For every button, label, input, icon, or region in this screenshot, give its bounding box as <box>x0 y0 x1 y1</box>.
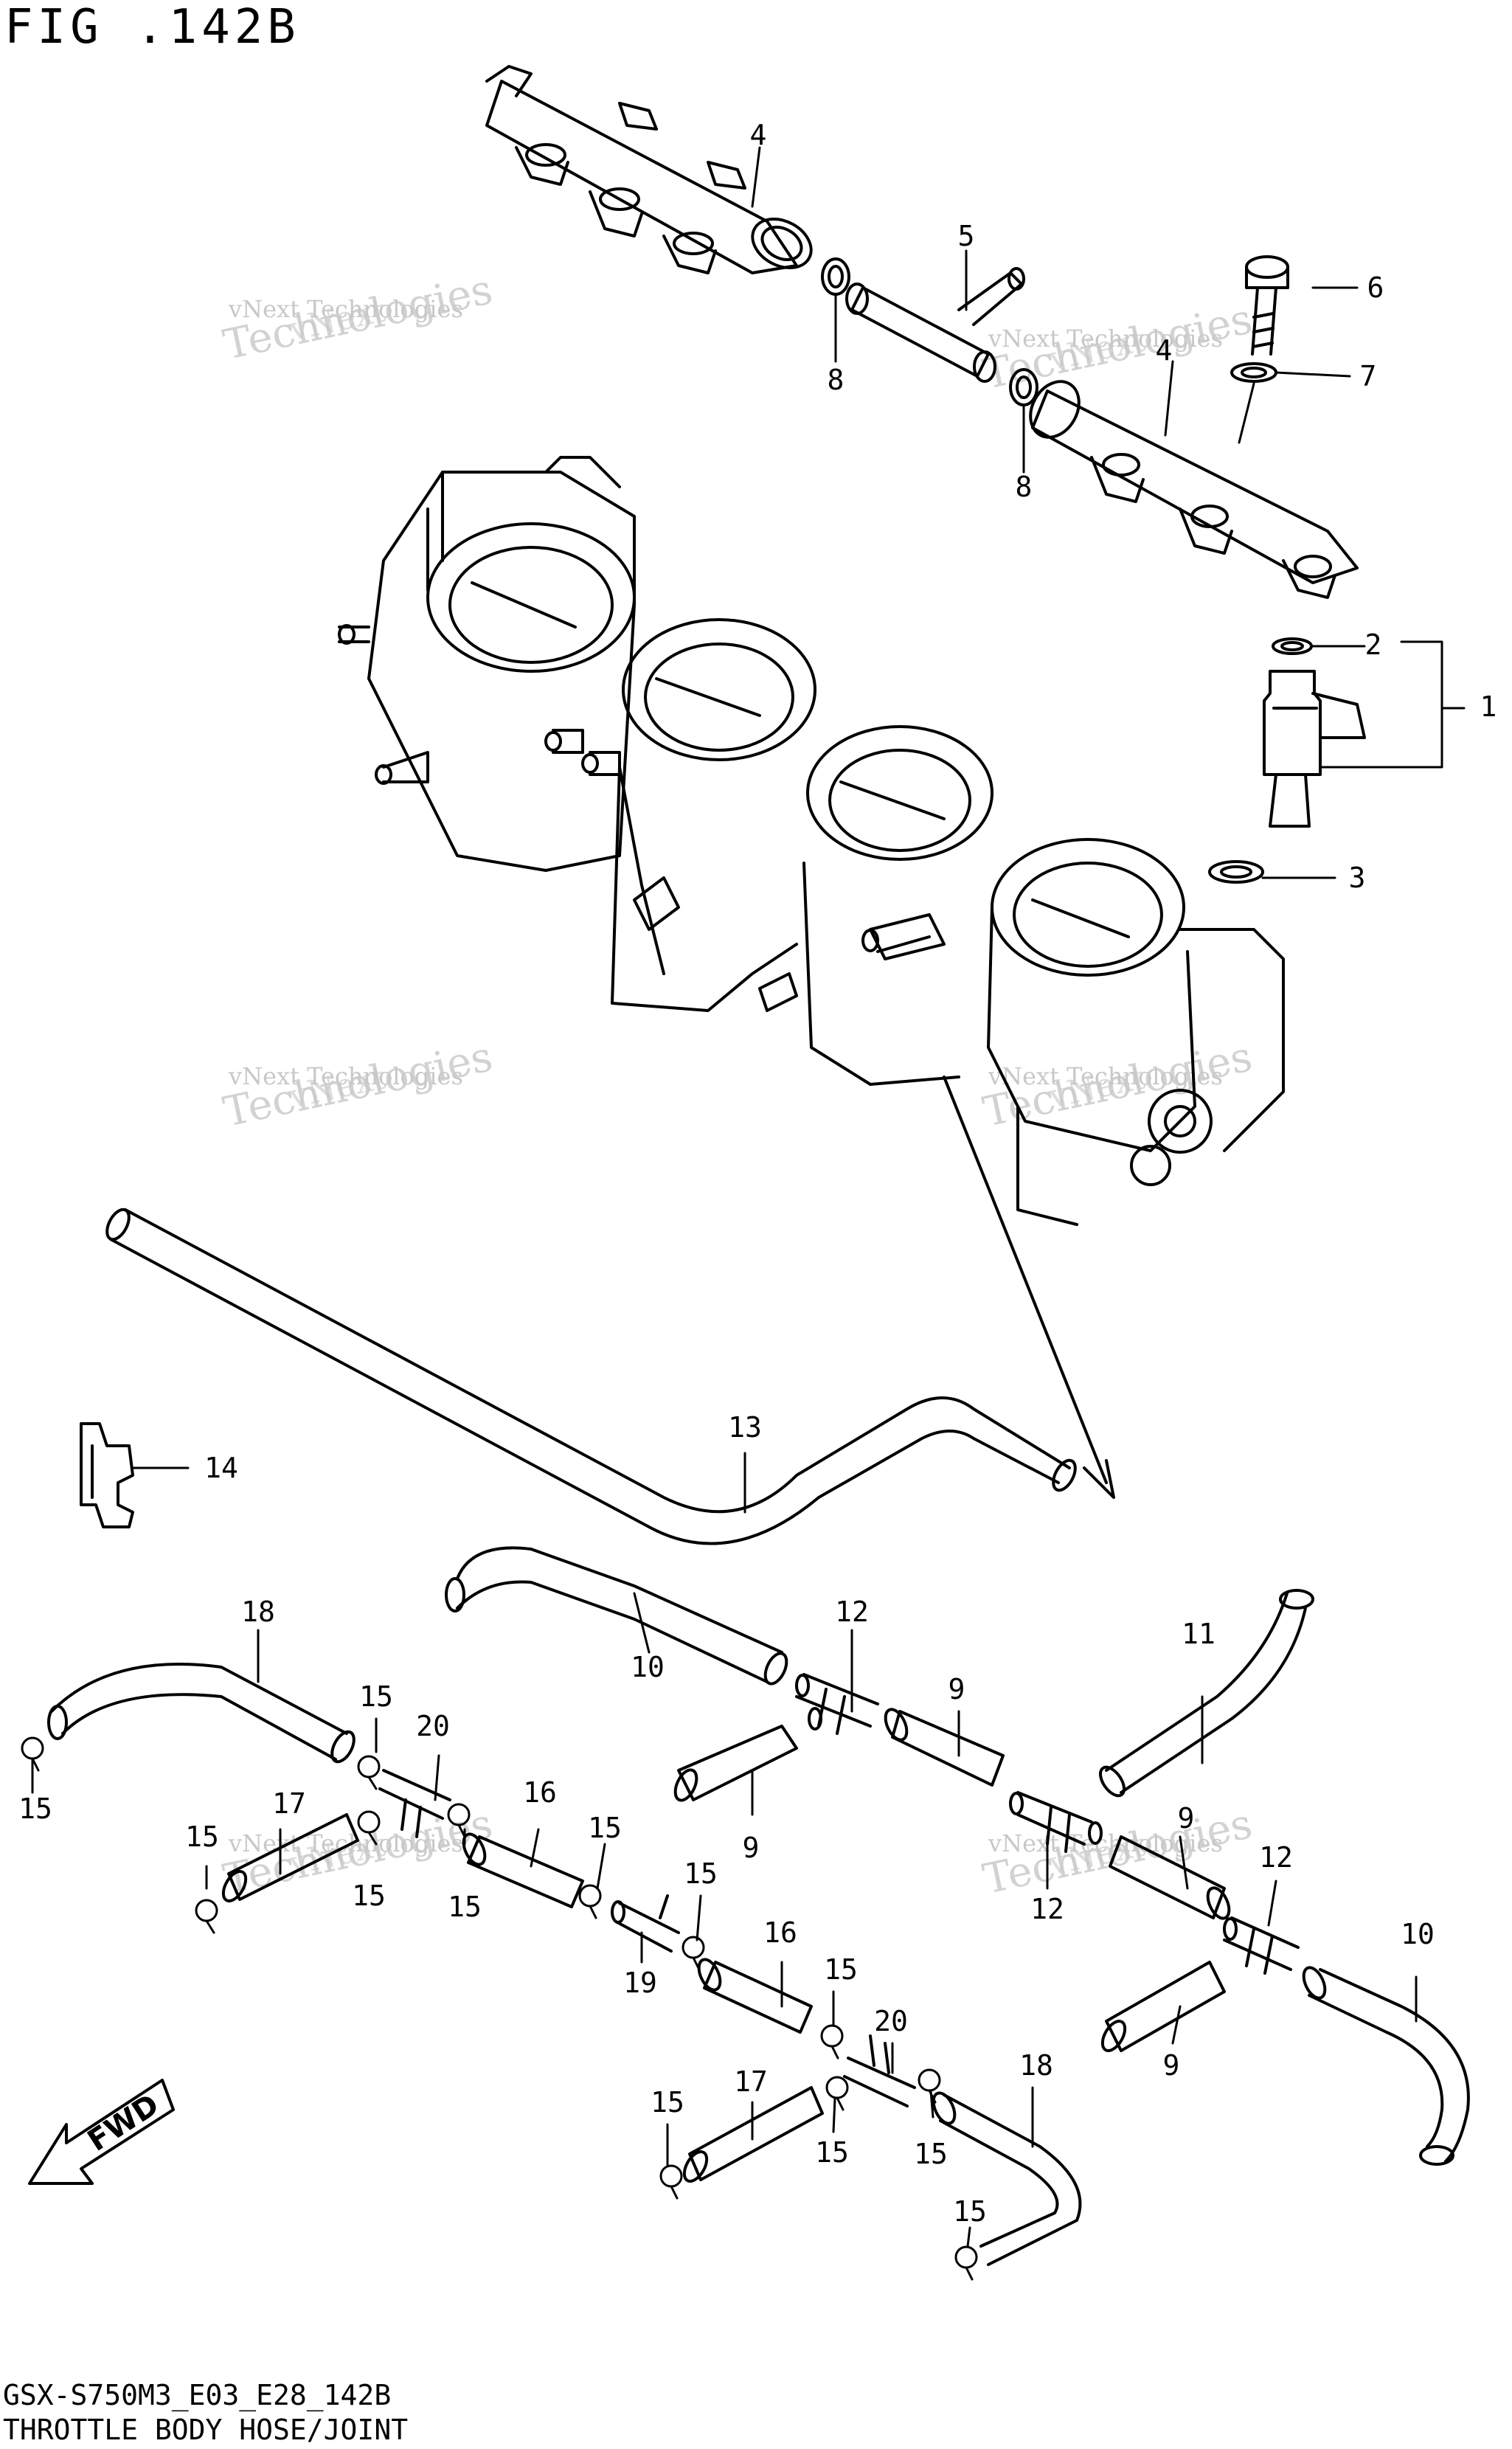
joint-12 <box>795 1673 879 1735</box>
callout-part-9: 9 <box>1177 1802 1195 1835</box>
callout-part-10: 10 <box>1401 1918 1435 1950</box>
diagram-caption: THROTTLE BODY HOSE/JOINT <box>3 2414 409 2446</box>
hose-18 <box>47 1663 356 1764</box>
hose-13 <box>105 1208 1077 1545</box>
o-ring-8 <box>1009 368 1038 406</box>
joint-12 <box>1223 1916 1300 1975</box>
seal-2 <box>1272 637 1313 655</box>
callout-part-15: 15 <box>359 1680 393 1713</box>
callout-part-19: 19 <box>623 1967 657 1999</box>
callout-part-15: 15 <box>815 2136 849 2169</box>
callout-part-14: 14 <box>204 1452 238 1484</box>
fwd-arrow <box>28 2079 175 2185</box>
watermark: vNext Technologies Technologies vNext <box>979 295 1257 399</box>
bolt-6 <box>1245 255 1289 356</box>
hose-9 <box>1100 1961 1226 2052</box>
hose-10 <box>445 1546 788 1686</box>
washer-7 <box>1230 362 1277 383</box>
callout-part-12: 12 <box>1030 1893 1064 1925</box>
callout-part-8: 8 <box>1015 471 1033 503</box>
callout-part-5: 5 <box>957 220 975 252</box>
callout-part-4: 4 <box>749 119 767 151</box>
callout-part-15: 15 <box>684 1857 718 1890</box>
hose-18 <box>932 2091 1082 2266</box>
leader-arrowhead <box>1083 1459 1115 1499</box>
callout-part-6: 6 <box>1367 271 1384 304</box>
figure-title: FIG .142B <box>4 0 300 55</box>
o-ring-8 <box>821 257 850 296</box>
callout-part-20: 20 <box>874 2005 908 2037</box>
callout-part-15: 15 <box>448 1891 482 1923</box>
callout-part-7: 7 <box>1359 360 1377 392</box>
callout-part-13: 13 <box>728 1411 762 1444</box>
hose-9 <box>884 1708 1005 1787</box>
callout-part-17: 17 <box>272 1787 306 1820</box>
clamp-14 <box>80 1422 134 1528</box>
callout-part-17: 17 <box>734 2065 768 2098</box>
joint-20 <box>843 2034 916 2107</box>
watermark: vNext Technologies Technologies vNext <box>219 266 497 370</box>
callout-part-12: 12 <box>1259 1841 1293 1874</box>
callout-part-15: 15 <box>914 2138 948 2170</box>
callout-part-18: 18 <box>1019 2049 1053 2082</box>
callout-part-15: 15 <box>824 1953 858 1986</box>
callout-part-15: 15 <box>651 2086 684 2119</box>
callout-part-15: 15 <box>953 2195 987 2228</box>
callout-part-15: 15 <box>588 1812 622 1844</box>
leader-line <box>943 1075 1108 1484</box>
joint-20 <box>378 1769 451 1838</box>
fuel-rail-lower <box>1029 380 1359 599</box>
hose-11 <box>1099 1589 1314 1798</box>
callout-part-4: 4 <box>1155 334 1173 367</box>
watermark: vNext Technologies Technologies vNext <box>219 1033 497 1137</box>
callout-part-9: 9 <box>1162 2049 1180 2082</box>
callout-part-16: 16 <box>523 1776 557 1809</box>
callout-part-15: 15 <box>185 1821 219 1853</box>
callout-part-8: 8 <box>827 364 845 396</box>
callout-part-9: 9 <box>742 1832 760 1864</box>
callout-part-12: 12 <box>835 1596 869 1628</box>
callout-part-15: 15 <box>18 1792 52 1825</box>
callout-part-11: 11 <box>1182 1618 1216 1650</box>
joint-19 <box>611 1894 680 1953</box>
throttle-body <box>338 456 1285 1226</box>
callout-part-1: 1 <box>1480 690 1497 723</box>
hose-17 <box>221 1813 359 1902</box>
callout-part-3: 3 <box>1348 862 1366 894</box>
fuel-joint-5 <box>845 267 1025 383</box>
injector-1 <box>1263 670 1366 828</box>
watermark: vNext Technologies Technologies vNext <box>979 1033 1257 1137</box>
callout-part-2: 2 <box>1364 628 1382 661</box>
callout-part-16: 16 <box>763 1916 797 1949</box>
hose-16 <box>697 1958 813 2034</box>
leader-lines <box>31 146 1466 2248</box>
watermark: vNext Technologies Technologies vNext <box>979 1800 1257 1904</box>
fuel-rail-upper <box>485 65 813 274</box>
callout-part-10: 10 <box>631 1651 665 1683</box>
hose-17 <box>682 2086 824 2183</box>
o-ring-3 <box>1208 860 1264 884</box>
callout-part-9: 9 <box>948 1673 965 1705</box>
callout-part-15: 15 <box>352 1880 386 1912</box>
joint-12 <box>1009 1791 1103 1853</box>
hose-16 <box>462 1832 584 1908</box>
hose-9 <box>673 1725 798 1802</box>
callout-part-18: 18 <box>241 1596 275 1628</box>
hose-9 <box>1109 1835 1231 1920</box>
callout-part-20: 20 <box>416 1710 450 1742</box>
model-code: GSX-S750M3_E03_E28_142B <box>3 2379 392 2411</box>
hose-10 <box>1302 1966 1470 2166</box>
